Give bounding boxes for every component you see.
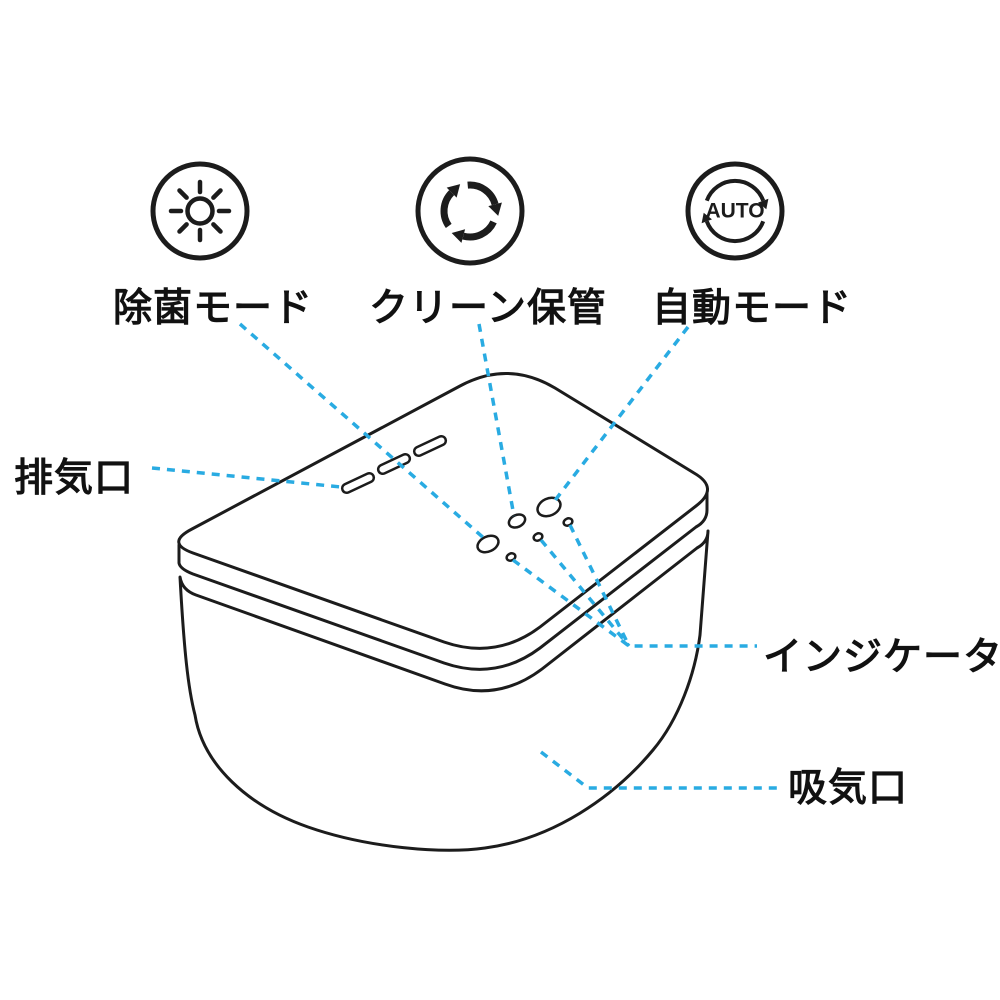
cycle-arrow [451, 220, 497, 243]
icon-ring [150, 161, 250, 261]
leader-intake-vent [539, 750, 777, 790]
icon-ring [685, 161, 785, 261]
sun-rays [168, 179, 232, 243]
leader-indicator [511, 558, 757, 648]
leader-lines [151, 322, 777, 790]
exhaust-vents [340, 434, 448, 495]
uv-sun-icon [150, 161, 250, 261]
indicator-dot [532, 532, 544, 542]
leader-exhaust-vent [151, 466, 342, 489]
cycle-arrows-icon [415, 156, 525, 266]
leader-indicator-3 [568, 524, 631, 647]
button-clean-storage [507, 513, 527, 529]
auto-badge-icon: AUTO [685, 161, 785, 261]
label-indicator: インジケータ [763, 636, 1000, 679]
device-lid-rim [177, 489, 709, 671]
label-exhaust-vent: 排気口 [14, 457, 135, 500]
vent-slot [376, 452, 412, 476]
label-intake-vent: 吸気口 [788, 767, 909, 810]
mode-buttons [476, 496, 562, 554]
label-auto-mode: 自動モード [652, 287, 853, 330]
cycle-arrow [440, 184, 461, 228]
label-sterilize-mode: 除菌モード [113, 287, 314, 330]
label-clean-storage: クリーン保管 [369, 287, 608, 330]
cycle-arrow [467, 181, 502, 216]
auto-arc-arrowhead [758, 198, 769, 210]
auto-arc-bottom [704, 220, 766, 243]
indicator-dots [505, 517, 574, 562]
auto-arc-top [704, 179, 766, 202]
vent-slot [412, 434, 448, 458]
button-auto-mode [536, 496, 562, 518]
indicator-dot [562, 517, 574, 527]
sun-core [185, 196, 215, 226]
leader-clean-storage [477, 323, 516, 517]
leader-auto-mode [551, 325, 690, 505]
auto-icon-text: AUTO [705, 200, 764, 223]
leader-sterilize-mode [238, 322, 488, 542]
device-body [178, 529, 710, 852]
vent-slot [340, 471, 376, 495]
button-sterilize-mode [476, 534, 500, 554]
leader-indicator-2 [539, 538, 631, 648]
indicator-dot [505, 552, 517, 562]
device-illustration [177, 372, 710, 852]
auto-arc-arrowhead [701, 212, 712, 224]
icon-ring [415, 156, 525, 266]
